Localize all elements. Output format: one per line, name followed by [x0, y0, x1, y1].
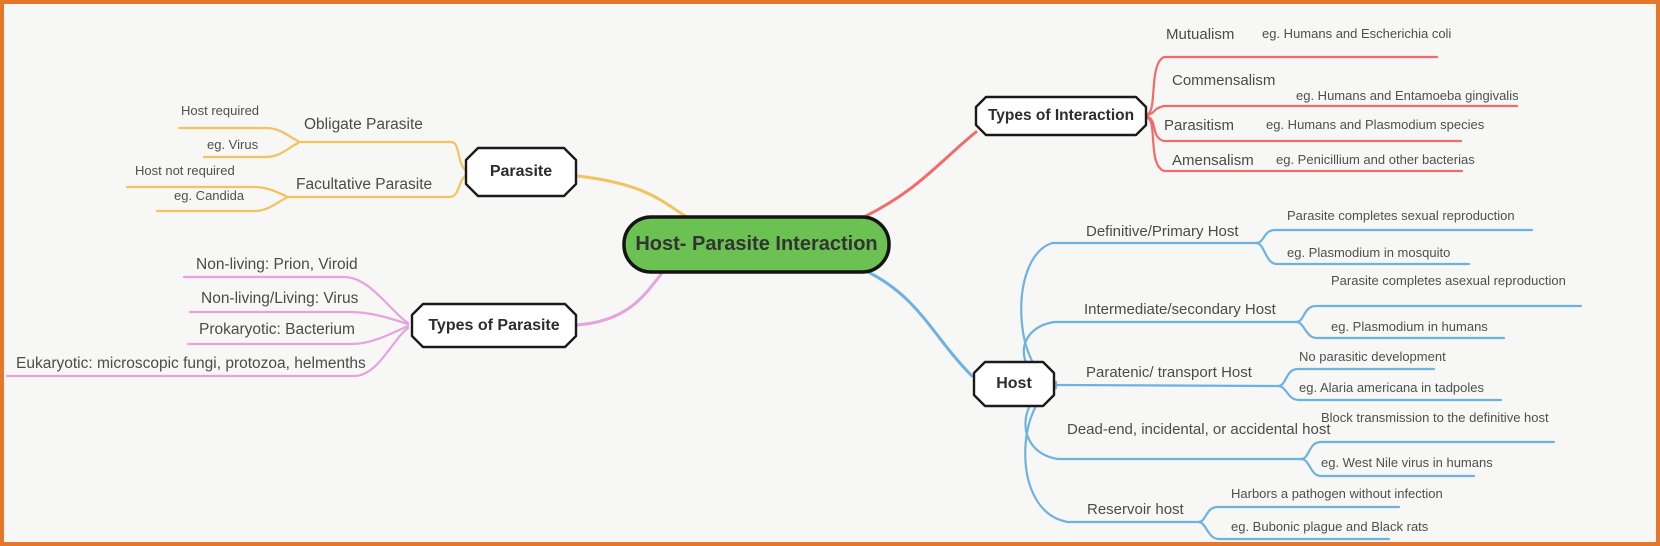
leaf-obligate-parasite[interactable]: Obligate Parasite: [304, 116, 423, 133]
leaf-amensalism[interactable]: Amensalism: [1172, 152, 1254, 169]
leaf-facultative-parasite[interactable]: Facultative Parasite: [296, 176, 433, 193]
leaf-host-not-required[interactable]: Host not required: [135, 163, 235, 178]
leaf-mutualism-example[interactable]: eg. Humans and Escherichia coli: [1262, 26, 1452, 41]
note-intermediate-host[interactable]: Parasite completes asexual reproduction: [1331, 273, 1566, 288]
leaf-dead-end-host[interactable]: Dead-end, incidental, or accidental host: [1067, 421, 1331, 438]
leaf-prokaryotic-bacterium[interactable]: Prokaryotic: Bacterium: [199, 321, 355, 338]
leaf-nonliving-prion-viroid[interactable]: Non-living: Prion, Viroid: [196, 256, 358, 273]
host-topic-shape[interactable]: [972, 360, 1056, 408]
types-of-interaction-topic-label[interactable]: Types of Interaction: [987, 107, 1135, 124]
main-topic-label[interactable]: Host- Parasite Interaction: [635, 233, 878, 255]
types-of-parasite-topic-label[interactable]: Types of Parasite: [428, 316, 560, 334]
note-reservoir-host[interactable]: Harbors a pathogen without infection: [1231, 486, 1443, 501]
types-of-parasite-branch-lines: [5, 266, 668, 378]
example-paratenic-host[interactable]: eg. Alaria americana in tadpoles: [1299, 380, 1485, 395]
leaf-commensalism-example[interactable]: eg. Humans and Entamoeba gingivalis: [1296, 88, 1519, 103]
leaf-paratenic-transport-host[interactable]: Paratenic/ transport Host: [1086, 364, 1252, 381]
parasite-topic-shape[interactable]: [464, 146, 578, 198]
topic-shapes: [410, 95, 1148, 408]
note-paratenic-host[interactable]: No parasitic development: [1299, 349, 1446, 364]
leaf-commensalism[interactable]: Commensalism: [1172, 72, 1276, 89]
main-topic-shape[interactable]: [622, 215, 891, 274]
types-of-parasite-topic-shape[interactable]: [410, 302, 578, 349]
leaf-mutualism[interactable]: Mutualism: [1166, 26, 1235, 43]
leaf-nonliving-living-virus[interactable]: Non-living/Living: Virus: [201, 290, 359, 307]
leaf-eukaryotic[interactable]: Eukaryotic: microscopic fungi, protozoa,…: [16, 355, 366, 372]
parasite-branch-lines: [125, 126, 690, 220]
leaf-amensalism-example[interactable]: eg. Penicillium and other bacterias: [1276, 152, 1475, 167]
leaf-eg-candida[interactable]: eg. Candida: [174, 188, 245, 203]
mindmap-connectors: [5, 55, 1583, 541]
parasite-topic-label[interactable]: Parasite: [489, 163, 553, 180]
leaf-parasitism-example[interactable]: eg. Humans and Plasmodium species: [1266, 117, 1485, 132]
types-of-interaction-branch-lines: [860, 55, 1519, 220]
leaf-definitive-primary-host[interactable]: Definitive/Primary Host: [1086, 223, 1239, 240]
example-intermediate-host[interactable]: eg. Plasmodium in humans: [1331, 319, 1488, 334]
leaf-parasitism[interactable]: Parasitism: [1164, 117, 1235, 134]
host-topic-label[interactable]: Host: [996, 375, 1032, 392]
leaf-reservoir-host[interactable]: Reservoir host: [1087, 501, 1184, 518]
leaf-intermediate-secondary-host[interactable]: Intermediate/secondary Host: [1084, 301, 1276, 318]
leaf-eg-virus[interactable]: eg. Virus: [207, 137, 259, 152]
example-reservoir-host[interactable]: eg. Bubonic plague and Black rats: [1231, 519, 1429, 534]
example-definitive-host[interactable]: eg. Plasmodium in mosquito: [1287, 245, 1451, 260]
example-dead-end-host[interactable]: eg. West Nile virus in humans: [1321, 455, 1493, 470]
note-definitive-host[interactable]: Parasite completes sexual reproduction: [1287, 208, 1515, 223]
leaf-host-required[interactable]: Host required: [181, 103, 260, 118]
note-dead-end-host[interactable]: Block transmission to the definitive hos…: [1321, 410, 1549, 425]
types-of-interaction-topic-shape[interactable]: [974, 95, 1148, 137]
